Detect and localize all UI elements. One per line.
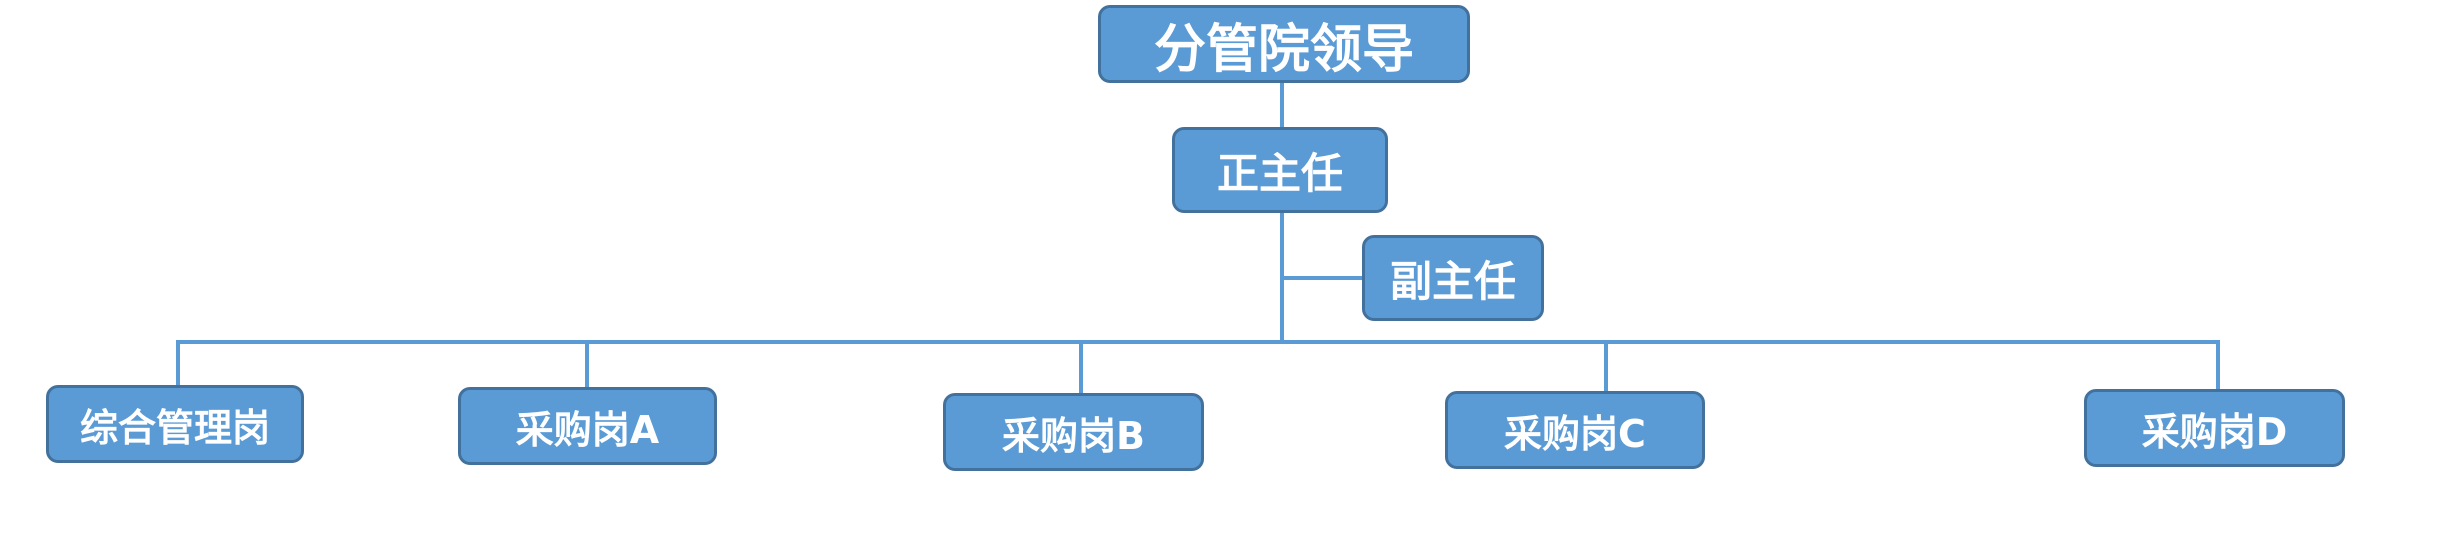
connector-horizontal-bus xyxy=(176,340,2220,344)
node-director: 正主任 xyxy=(1172,127,1388,213)
connector-drop-2 xyxy=(585,340,589,390)
connector-drop-3 xyxy=(1079,340,1083,395)
node-deputy: 副主任 xyxy=(1362,235,1544,321)
node-position-5: 采购岗D xyxy=(2084,389,2345,467)
connector-drop-1 xyxy=(176,340,180,388)
connector-root-director xyxy=(1280,82,1284,130)
node-position-1: 综合管理岗 xyxy=(46,385,304,463)
node-position-3: 采购岗B xyxy=(943,393,1204,471)
connector-deputy-branch xyxy=(1280,276,1364,280)
node-position-2: 采购岗A xyxy=(458,387,717,465)
connector-drop-4 xyxy=(1604,340,1608,393)
node-position-4: 采购岗C xyxy=(1445,391,1705,469)
node-root: 分管院领导 xyxy=(1098,5,1470,83)
connector-drop-5 xyxy=(2216,340,2220,392)
